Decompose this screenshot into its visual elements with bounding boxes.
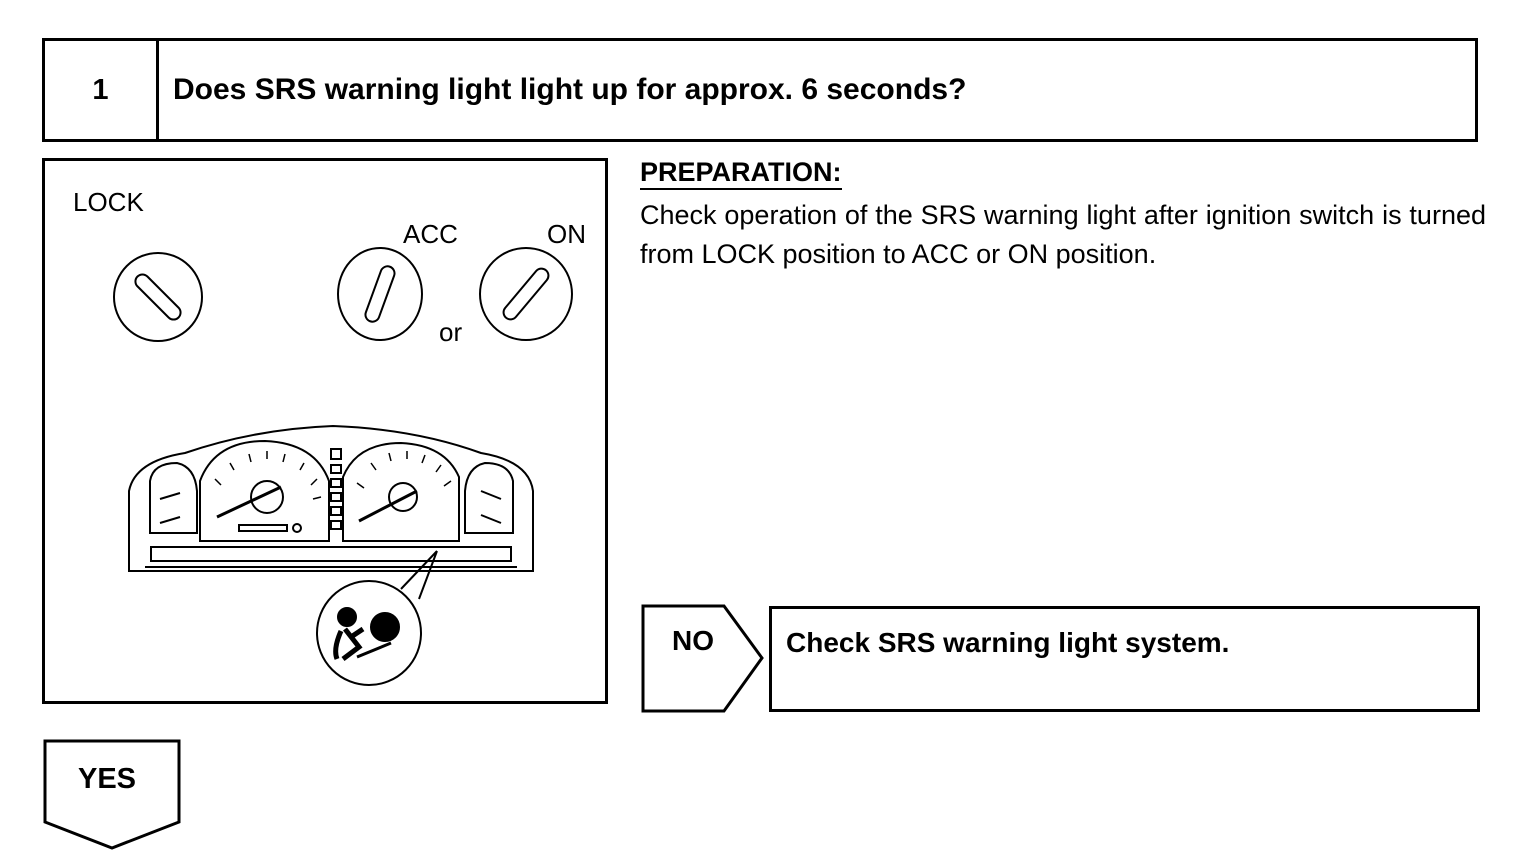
no-label: NO [672,625,714,656]
yes-arrow-icon [43,739,181,850]
airbag-icon [316,580,422,686]
or-label: or [439,317,462,347]
acc-label: ACC [403,219,458,249]
no-action-text: Check SRS warning light system. [786,627,1230,658]
step-number: 1 [45,41,159,139]
no-action-box: Check SRS warning light system. [769,606,1480,712]
step-question: Does SRS warning light light up for appr… [173,73,967,106]
step-header: 1 Does SRS warning light light up for ap… [42,38,1478,142]
yes-label: YES [78,763,137,795]
instrument-cluster-icon [128,424,534,572]
lock-key-icon [113,252,203,342]
acc-key-icon [337,247,423,341]
lock-label: LOCK [73,187,144,217]
on-label: ON [547,219,586,249]
preparation-heading: PREPARATION: [640,156,842,190]
illustration-drawing: LOCK ACC ON or [73,187,586,686]
ignition-illustration: LOCK ACC ON or [42,158,608,704]
on-key-icon [479,247,573,341]
no-arrow-icon [641,604,764,713]
preparation-text: Check operation of the SRS warning light… [640,200,1486,269]
